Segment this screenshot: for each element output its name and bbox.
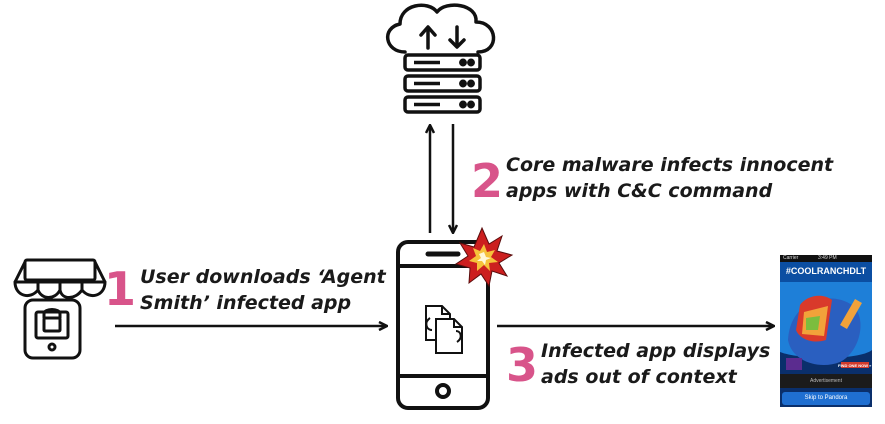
- copy-files-icon: [425, 305, 463, 354]
- step-3-line-2: ads out of context: [541, 366, 737, 388]
- ad-status-time: 3:49 PM: [818, 255, 837, 261]
- app-store-icon: [13, 258, 107, 360]
- step-3-caption: Infected app displays ads out of context: [541, 338, 770, 390]
- ad-advertisement-label: Advertisement: [810, 378, 842, 384]
- cloud-sync-icon: [386, 3, 496, 54]
- step-2-line-1: Core malware infects innocent: [506, 154, 834, 176]
- step-1-caption: User downloads ‘Agent Smith’ infected ap…: [140, 264, 386, 316]
- explosion-icon: [454, 226, 514, 288]
- server-stack-icon: [403, 53, 482, 114]
- step-2-number: 2: [471, 154, 504, 208]
- step-2-caption: Core malware infects innocent apps with …: [506, 152, 833, 204]
- step-3-number: 3: [506, 338, 539, 392]
- step-2-line-2: apps with C&C command: [506, 180, 773, 202]
- ad-hashtag: #COOLRANCHDLT: [785, 266, 867, 276]
- step-1-line-1: User downloads ‘Agent: [140, 266, 386, 288]
- step-1-number: 1: [104, 262, 137, 316]
- smartphone-icon: [396, 240, 490, 410]
- ad-skip-button[interactable]: Skip to Pandora: [804, 395, 848, 401]
- step-3-line-1: Infected app displays: [541, 340, 771, 362]
- ad-phone-screenshot: [780, 255, 872, 407]
- ad-find-button[interactable]: FIND ONE NOW »: [838, 363, 872, 368]
- step-1-line-2: Smith’ infected app: [140, 292, 352, 314]
- ad-status-carrier: Carrier: [783, 255, 799, 261]
